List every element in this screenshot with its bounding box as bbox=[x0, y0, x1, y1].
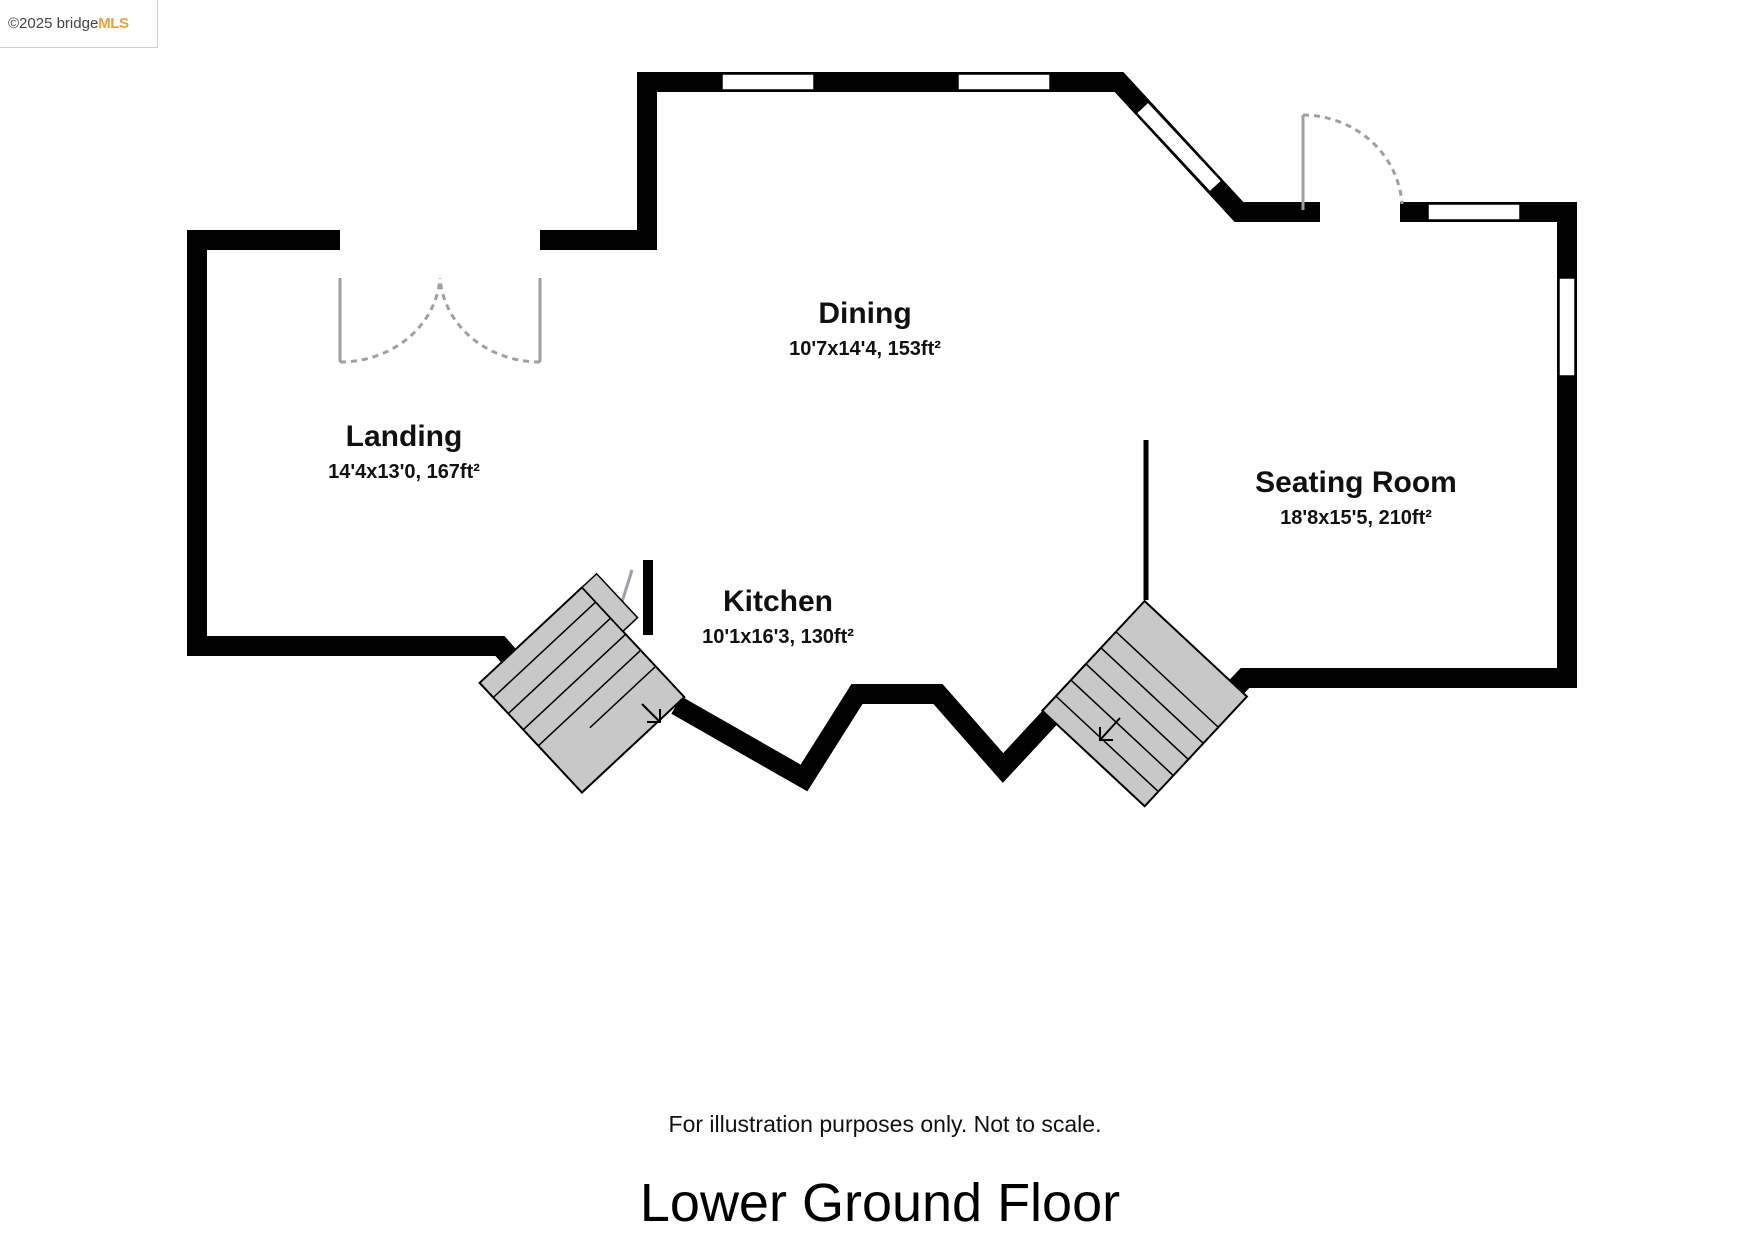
window-diagonal bbox=[1135, 100, 1223, 194]
window-right-side bbox=[1558, 277, 1576, 377]
room-label-kitchen: Kitchen 10'1x16'3, 130ft² bbox=[702, 585, 854, 648]
wall-seating-right bbox=[1192, 202, 1577, 733]
room-label-dining: Dining 10'7x14'4, 153ft² bbox=[789, 297, 941, 360]
room-dimensions: 14'4x13'0, 167ft² bbox=[328, 461, 480, 483]
stairs-right-arrow bbox=[1099, 717, 1121, 741]
room-dimensions: 10'7x14'4, 153ft² bbox=[789, 338, 941, 360]
stairs-right bbox=[1040, 599, 1249, 808]
doors bbox=[338, 113, 1404, 641]
room-name: Kitchen bbox=[723, 585, 833, 618]
room-dimensions: 10'1x16'3, 130ft² bbox=[702, 626, 854, 648]
stairs-left-arrow bbox=[641, 703, 661, 723]
room-dimensions: 18'8x15'5, 210ft² bbox=[1280, 507, 1432, 529]
wall-bottom-zigzag bbox=[671, 684, 1070, 792]
interior-walls bbox=[643, 440, 1149, 635]
wall-dining-top bbox=[637, 72, 1320, 250]
logo-copyright: ©2025 bridge bbox=[8, 15, 99, 32]
windows bbox=[721, 73, 1576, 377]
door-swing-left bbox=[339, 277, 442, 364]
window-top-1 bbox=[721, 73, 815, 91]
room-name: Dining bbox=[818, 297, 911, 330]
room-label-seating-room: Seating Room 18'8x15'5, 210ft² bbox=[1255, 466, 1457, 529]
room-name: Landing bbox=[346, 420, 463, 453]
stairs-left bbox=[478, 572, 686, 794]
landing-opening bbox=[340, 228, 540, 252]
door-swing-seating bbox=[1302, 113, 1404, 205]
floor-title: Lower Ground Floor bbox=[640, 1173, 1120, 1233]
window-top-2 bbox=[957, 73, 1051, 91]
door-swing-right bbox=[438, 277, 541, 364]
disclaimer: For illustration purposes only. Not to s… bbox=[669, 1111, 1102, 1137]
window-right-top bbox=[1427, 203, 1521, 221]
logo-brand: MLS bbox=[98, 15, 129, 32]
room-label-landing: Landing 14'4x13'0, 167ft² bbox=[328, 420, 480, 483]
room-name: Seating Room bbox=[1255, 466, 1457, 499]
